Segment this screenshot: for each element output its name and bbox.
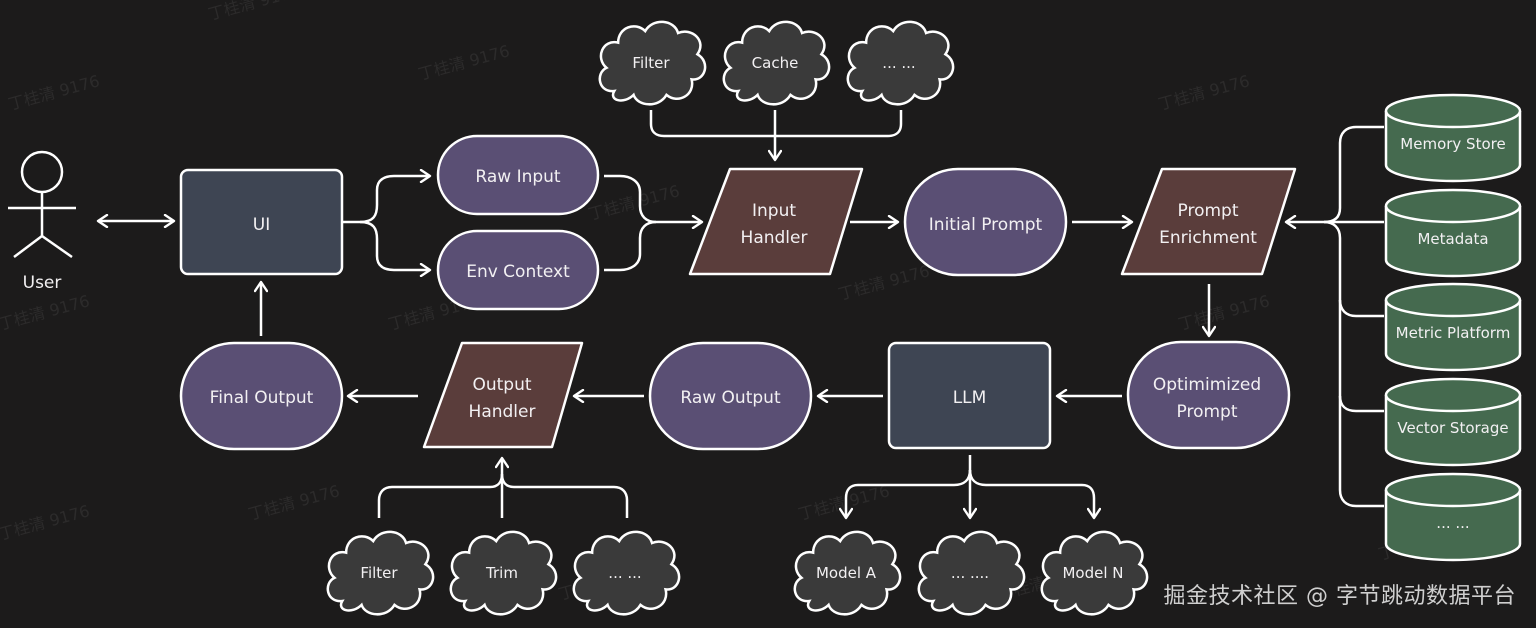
data-store-cylinder[interactable]: Memory Store <box>1384 93 1522 183</box>
watermark-text: 丁桂清 9176 <box>0 291 92 334</box>
data-store-cylinder[interactable]: Vector Storage <box>1384 377 1522 467</box>
model-cloud[interactable]: ... .... <box>917 530 1026 616</box>
input-plugin-cloud[interactable]: ... ... <box>846 20 955 106</box>
model-cloud-label: Model N <box>1062 564 1123 582</box>
cylinder-body <box>1384 395 1522 467</box>
data-store-label: Metadata <box>1417 230 1488 248</box>
watermark-text: 丁桂清 9176 <box>206 0 302 24</box>
output-plugin-cloud[interactable]: Filter <box>326 530 435 616</box>
cylinder-body <box>1384 490 1522 562</box>
cylinder-top <box>1384 377 1522 413</box>
watermark-text: 丁桂清 9176 <box>0 501 92 544</box>
input-handler-label-line1: Input <box>752 201 796 221</box>
input-plugin-cloud[interactable]: Cache <box>722 20 831 106</box>
input-plugin-cloud-label: ... ... <box>882 54 915 72</box>
prompt-enrichment-label-line2: Enrichment <box>1159 228 1257 248</box>
ui-node[interactable]: UI <box>179 168 344 276</box>
cylinder-top <box>1384 188 1522 224</box>
output-handler-label-line2: Handler <box>469 402 536 422</box>
user-head-icon <box>20 150 64 194</box>
watermark-text: 丁桂清 9176 <box>6 71 102 114</box>
llm-models-connector <box>846 455 1094 518</box>
llm-label: LLM <box>953 388 987 408</box>
env-context-node[interactable]: Env Context <box>436 229 600 311</box>
output-plugins-connector <box>377 458 629 518</box>
data-store-label: Memory Store <box>1400 135 1505 153</box>
data-store-cylinder[interactable]: Metadata <box>1384 188 1522 278</box>
model-cloud-label: ... .... <box>951 564 989 582</box>
final-output-node[interactable]: Final Output <box>179 341 344 451</box>
output-plugins-group: Filter Trim ... ... <box>326 530 681 616</box>
final-output-label: Final Output <box>210 388 314 408</box>
raw-input-label: Raw Input <box>475 167 561 187</box>
data-stores-connector <box>1286 125 1384 508</box>
input-plugins-connector <box>649 110 903 160</box>
model-cloud[interactable]: Model N <box>1040 530 1149 616</box>
raw-output-node[interactable]: Raw Output <box>648 341 813 451</box>
prompt-enrichment-label-line1: Prompt <box>1178 201 1239 221</box>
input-merge-connector <box>604 174 702 272</box>
user-actor <box>8 150 76 259</box>
input-plugin-cloud-label: Filter <box>632 54 670 72</box>
input-plugins-group: Filter Cache ... ... <box>598 20 955 106</box>
output-handler-node[interactable]: Output Handler <box>422 341 584 449</box>
watermark-text: 丁桂清 9176 <box>836 261 932 304</box>
watermark-text: 丁桂清 9176 <box>586 181 682 224</box>
output-handler-label-line1: Output <box>472 375 531 395</box>
watermark-text: 丁桂清 9176 <box>1156 71 1252 114</box>
optimized-prompt-label-line2: Prompt <box>1177 402 1238 422</box>
user-label: User <box>23 273 62 293</box>
input-handler-label-line2: Handler <box>741 228 808 248</box>
cylinder-top <box>1384 93 1522 129</box>
optimized-prompt-node[interactable]: Optimimized Prompt <box>1126 340 1291 450</box>
watermark-text: 丁桂清 9176 <box>796 481 892 524</box>
output-plugin-cloud-label: Trim <box>485 564 518 582</box>
data-store-label: Metric Platform <box>1396 324 1511 342</box>
cylinder-body <box>1384 206 1522 278</box>
env-context-label: Env Context <box>466 262 570 282</box>
input-plugin-cloud-label: Cache <box>752 54 799 72</box>
llm-node[interactable]: LLM <box>887 341 1052 450</box>
model-cloud[interactable]: Model A <box>793 530 902 616</box>
ui-branch-connector <box>342 176 430 270</box>
data-store-label: Vector Storage <box>1397 419 1508 437</box>
output-plugin-cloud-label: Filter <box>360 564 398 582</box>
credit-watermark: 掘金技术社区 @ 字节跳动数据平台 <box>1163 584 1516 609</box>
cylinder-body <box>1384 300 1522 372</box>
input-plugin-cloud[interactable]: Filter <box>598 20 707 106</box>
data-store-cylinder[interactable]: Metric Platform <box>1384 282 1522 372</box>
output-plugin-cloud[interactable]: Trim <box>449 530 558 616</box>
cylinder-top <box>1384 282 1522 318</box>
watermark-text: 丁桂清 9176 <box>416 41 512 84</box>
watermark-text: 丁桂清 9176 <box>1176 291 1272 334</box>
initial-prompt-node[interactable]: Initial Prompt <box>903 167 1068 277</box>
initial-prompt-label: Initial Prompt <box>929 215 1043 235</box>
output-plugin-cloud[interactable]: ... ... <box>572 530 681 616</box>
raw-input-node[interactable]: Raw Input <box>436 134 600 216</box>
data-store-label: ... ... <box>1436 514 1469 532</box>
input-handler-node[interactable]: Input Handler <box>688 167 864 276</box>
prompt-enrichment-node[interactable]: Prompt Enrichment <box>1120 167 1297 276</box>
ui-label: UI <box>253 215 270 235</box>
models-group: Model A ... .... Model N <box>793 530 1149 616</box>
cylinder-top <box>1384 472 1522 508</box>
output-plugin-cloud-label: ... ... <box>608 564 641 582</box>
raw-output-label: Raw Output <box>680 388 781 408</box>
model-cloud-label: Model A <box>816 564 877 582</box>
optimized-prompt-label-line1: Optimimized <box>1153 375 1261 395</box>
watermark-text: 丁桂清 9176 <box>246 481 342 524</box>
data-store-cylinder[interactable]: ... ... <box>1384 472 1522 562</box>
cylinder-body <box>1384 111 1522 183</box>
